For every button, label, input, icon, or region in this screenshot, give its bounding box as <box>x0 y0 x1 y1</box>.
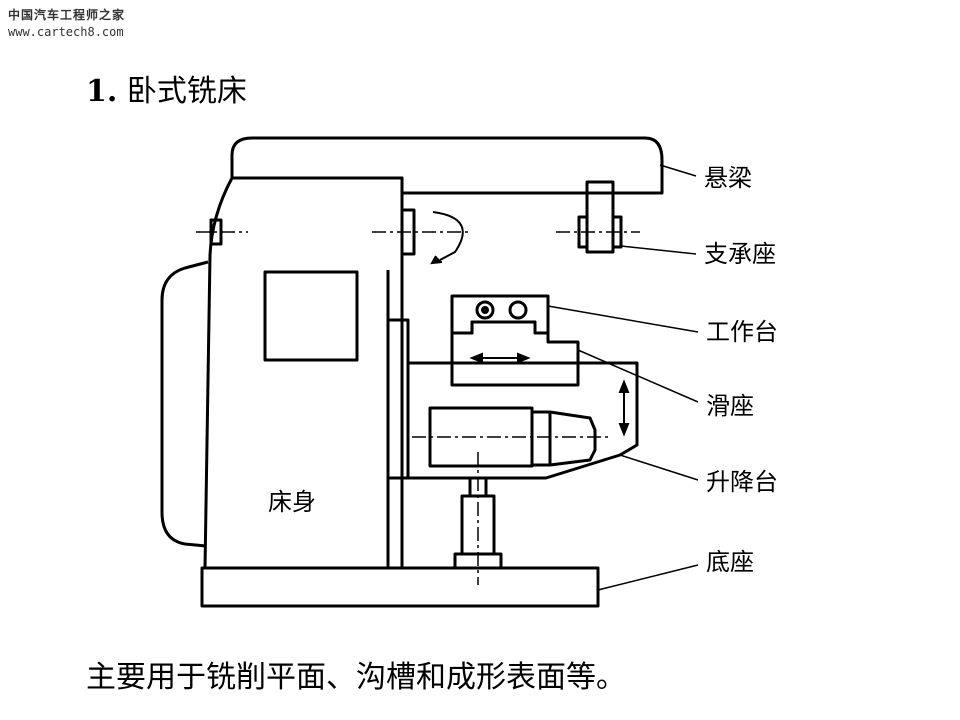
overarm <box>230 136 664 195</box>
saddle <box>450 320 580 387</box>
label-table: 工作台 <box>706 318 778 346</box>
base <box>200 566 600 608</box>
knee <box>408 361 639 480</box>
curved-arrow-icon <box>430 211 464 265</box>
caption: 主要用于铣削平面、沟槽和成形表面等。 <box>86 660 626 695</box>
label-arbor-support: 支承座 <box>704 240 776 268</box>
title-text: 卧式铣床 <box>126 74 247 109</box>
column-guide <box>386 318 410 480</box>
double-arrow-icon <box>469 352 531 364</box>
slide-title: 1. 卧式铣床 <box>86 66 247 110</box>
motor-housing <box>160 260 209 548</box>
leader-base <box>597 564 699 591</box>
leader-arbor-support <box>620 245 697 255</box>
vertical-feed-arrow-icon <box>618 379 630 437</box>
label-overarm: 悬梁 <box>704 164 752 192</box>
watermark-site-url: www.cartech8.com <box>8 25 124 39</box>
watermark: 中国汽车工程师之家 www.cartech8.com <box>8 6 125 39</box>
leader-table <box>547 305 699 333</box>
label-column: 床身 <box>268 488 316 516</box>
leader-overarm <box>659 164 697 177</box>
label-knee: 升降台 <box>706 468 778 496</box>
leader-saddle <box>577 349 699 403</box>
leader-knee <box>619 454 699 481</box>
label-base: 底座 <box>706 548 754 576</box>
watermark-site-name: 中国汽车工程师之家 <box>8 8 126 22</box>
column-window <box>263 270 359 362</box>
title-number: 1. <box>86 74 118 109</box>
label-saddle: 滑座 <box>706 392 754 420</box>
knee-motor-nozzle <box>532 410 597 467</box>
